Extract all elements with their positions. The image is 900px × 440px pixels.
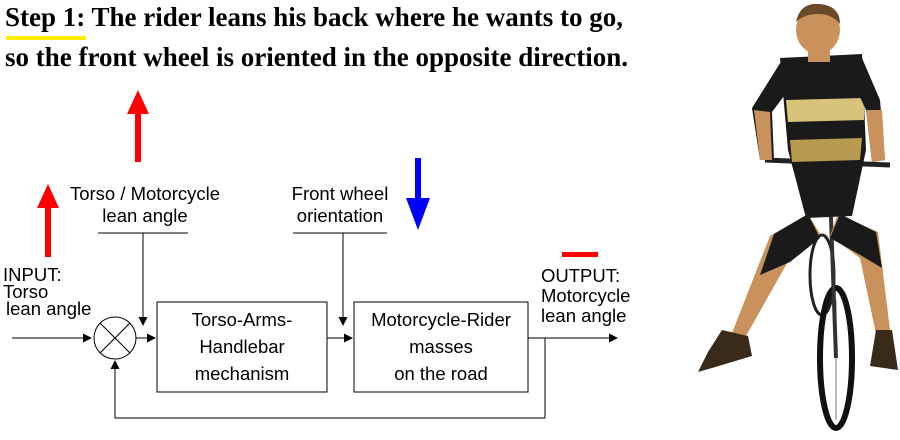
front-wheel-label: Front wheel orientation <box>270 183 410 227</box>
torso-motorcycle-label: Torso / Motorcycle lean angle <box>55 183 235 227</box>
rider-bicycle-image <box>698 3 898 431</box>
heading-line-2: so the front wheel is oriented in the op… <box>5 42 628 72</box>
summing-junction <box>93 316 137 360</box>
motorcycle-rider-line-2: masses <box>409 336 473 357</box>
front-wheel-label-line-2: orientation <box>296 205 384 226</box>
torso-arms-line-3: mechanism <box>194 363 290 384</box>
input-label-line-3: lean angle <box>6 298 92 319</box>
step-label: Step 1 <box>5 2 77 32</box>
step-underline <box>6 36 86 40</box>
input-label: INPUT: Torso lean angle <box>3 264 92 319</box>
output-label-line-3: lean angle <box>541 305 627 326</box>
output-label-line-2: Motorcycle <box>541 285 631 306</box>
front-wheel-down-arrow <box>406 158 430 230</box>
torso-arms-line-2: Handlebar <box>199 336 285 357</box>
heading-line-1-text: : The rider leans his back where he want… <box>76 2 624 32</box>
torso-arms-line-1: Torso-Arms- <box>191 309 293 330</box>
input-label-line-2: Torso <box>3 281 49 302</box>
input-label-line-1: INPUT: <box>3 264 62 285</box>
torso-arms-block <box>156 301 328 393</box>
torso-motorcycle-label-line-2: lean angle <box>102 205 188 226</box>
motorcycle-rider-block-label: Motorcycle-Rider masses on the road <box>354 306 528 387</box>
torso-arms-block-label: Torso-Arms- Handlebar mechanism <box>157 306 327 387</box>
output-label: OUTPUT: Motorcycle lean angle <box>541 266 630 326</box>
output-flat-indicator <box>562 252 598 257</box>
motorcycle-rider-block <box>353 301 529 393</box>
torso-lean-up-arrow <box>127 90 149 162</box>
torso-motorcycle-label-line-1: Torso / Motorcycle <box>69 183 221 204</box>
output-label-line-1: OUTPUT: <box>541 265 621 286</box>
heading-line-1: Step 1: The rider leans his back where h… <box>5 2 623 32</box>
motorcycle-rider-line-3: on the road <box>394 363 488 384</box>
feedback-loop-arrow <box>110 338 546 419</box>
front-wheel-label-line-1: Front wheel <box>291 183 389 204</box>
input-lean-up-arrow <box>37 184 59 257</box>
motorcycle-rider-line-1: Motorcycle-Rider <box>371 309 511 330</box>
